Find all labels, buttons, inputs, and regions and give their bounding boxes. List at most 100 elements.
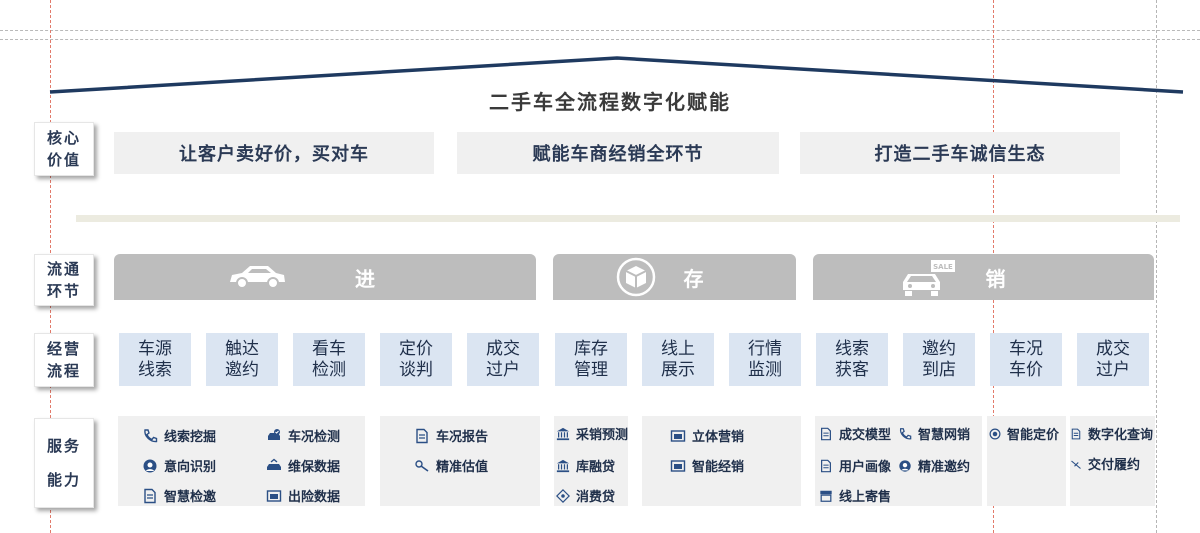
process-line: 邀约 <box>225 359 259 380</box>
valuation-icon <box>415 459 429 472</box>
process-line: 管理 <box>574 359 608 380</box>
process-line: 检测 <box>312 359 346 380</box>
process-line: 库存 <box>574 338 608 359</box>
process-line: 线上 <box>661 338 695 359</box>
row-label-line: 经营 <box>46 340 81 358</box>
capability-item: 数字化查询 <box>1070 424 1153 443</box>
capability-item: 立体营销 <box>670 426 744 445</box>
capability-box: 智能定价 <box>987 416 1066 506</box>
process-box: 车源线索 <box>119 333 191 386</box>
core-value-box: 让客户卖好价，买对车 <box>114 132 434 174</box>
process-box: 线上展示 <box>642 333 714 386</box>
process-box: 定价谈判 <box>380 333 452 386</box>
guide-line <box>0 39 1200 40</box>
guide-line <box>1156 0 1157 533</box>
process-line: 线索 <box>835 338 869 359</box>
process-line: 车价 <box>1009 359 1043 380</box>
process-box: 触达邀约 <box>206 333 278 386</box>
guide-line <box>0 30 1200 31</box>
process-line: 获客 <box>835 359 869 380</box>
process-line: 车况 <box>1009 338 1043 359</box>
delivery-icon <box>1071 460 1081 469</box>
capability-box: 车况报告 精准估值 <box>380 416 540 506</box>
row-label-service: 服务 能力 <box>34 418 94 508</box>
process-line: 过户 <box>1096 359 1130 380</box>
insurance-car-icon <box>266 489 282 502</box>
row-label-core-value: 核心 价值 <box>34 122 94 176</box>
row-label-line: 服务 <box>46 437 81 455</box>
process-box: 线索获客 <box>816 333 888 386</box>
row-label-line: 能力 <box>46 471 81 489</box>
capability-item: 线索挖掘 <box>142 426 216 445</box>
capability-item: 成交模型 <box>819 424 891 443</box>
document-icon <box>821 427 831 440</box>
phone-icon <box>144 428 158 442</box>
row-label-line: 环节 <box>46 282 81 300</box>
process-box: 行情监测 <box>729 333 801 386</box>
capability-item: 消费贷 <box>556 486 615 505</box>
roof-line <box>49 56 1184 94</box>
section-divider <box>76 215 1180 222</box>
stage-label: 销 <box>985 266 1006 291</box>
stage-sell: SALE 销 <box>813 254 1154 300</box>
bank-icon <box>556 459 570 472</box>
svg-text:SALE: SALE <box>933 263 953 271</box>
process-line: 邀约 <box>922 338 956 359</box>
process-line: 监测 <box>748 359 782 380</box>
capability-item: 精准邀约 <box>898 456 970 475</box>
process-box: 车况车价 <box>990 333 1062 386</box>
capability-box: 数字化查询 交付履约 <box>1070 416 1155 506</box>
process-line: 过户 <box>486 359 520 380</box>
process-line: 线索 <box>138 359 172 380</box>
document-icon <box>1071 428 1081 439</box>
process-box: 邀约到店 <box>903 333 975 386</box>
capability-box: 立体营销 智能经销 <box>642 416 801 506</box>
capability-item: 车况报告 <box>414 426 488 445</box>
row-label-line: 价值 <box>46 151 81 169</box>
diagram-title: 二手车全流程数字化赋能 <box>489 90 731 114</box>
row-label-circulation: 流通 环节 <box>34 254 94 306</box>
customer-service-icon <box>143 459 157 472</box>
report-icon <box>416 428 428 443</box>
sale-car-icon: SALE <box>903 260 955 296</box>
stage-in: 进 <box>114 254 536 300</box>
process-box: 库存管理 <box>555 333 627 386</box>
process-line: 展示 <box>661 359 695 380</box>
process-box: 成交过户 <box>1077 333 1149 386</box>
process-line: 看车 <box>312 338 346 359</box>
capability-item: 用户画像 <box>819 456 891 475</box>
row-label-line: 流程 <box>46 362 81 380</box>
dealer-icon <box>670 459 686 472</box>
document-icon <box>821 459 831 472</box>
store-icon <box>820 490 832 502</box>
pricing-icon <box>989 428 1001 439</box>
phone-icon <box>899 427 912 439</box>
car-check-icon <box>268 428 280 440</box>
row-label-line: 核心 <box>46 129 81 147</box>
capability-item: 采销预测 <box>556 424 628 443</box>
process-line: 到店 <box>922 359 956 380</box>
stage-store: 存 <box>553 254 796 300</box>
core-value-box: 赋能车商经销全环节 <box>457 132 779 174</box>
marketing-icon <box>670 429 686 442</box>
process-line: 行情 <box>748 338 782 359</box>
document-icon <box>144 488 156 503</box>
inventory-box-icon <box>616 257 656 297</box>
capability-item: 交付履约 <box>1070 454 1140 473</box>
capability-item: 出险数据 <box>266 486 340 505</box>
process-line: 定价 <box>399 338 433 359</box>
capability-item: 意向识别 <box>142 456 216 475</box>
stage-label: 存 <box>683 266 704 291</box>
tag-icon <box>556 488 570 503</box>
capability-item: 线上寄售 <box>819 486 891 505</box>
process-line: 触达 <box>225 338 259 359</box>
capability-box: 采销预测 库融贷 消费贷 <box>554 416 628 506</box>
capability-item: 维保数据 <box>266 456 340 475</box>
capability-item: 智慧网销 <box>898 424 970 443</box>
process-line: 谈判 <box>399 359 433 380</box>
row-label-line: 流通 <box>46 260 81 278</box>
process-box: 成交过户 <box>467 333 539 386</box>
process-line: 成交 <box>1096 338 1130 359</box>
stage-label: 进 <box>355 266 375 291</box>
process-line: 车源 <box>138 338 172 359</box>
